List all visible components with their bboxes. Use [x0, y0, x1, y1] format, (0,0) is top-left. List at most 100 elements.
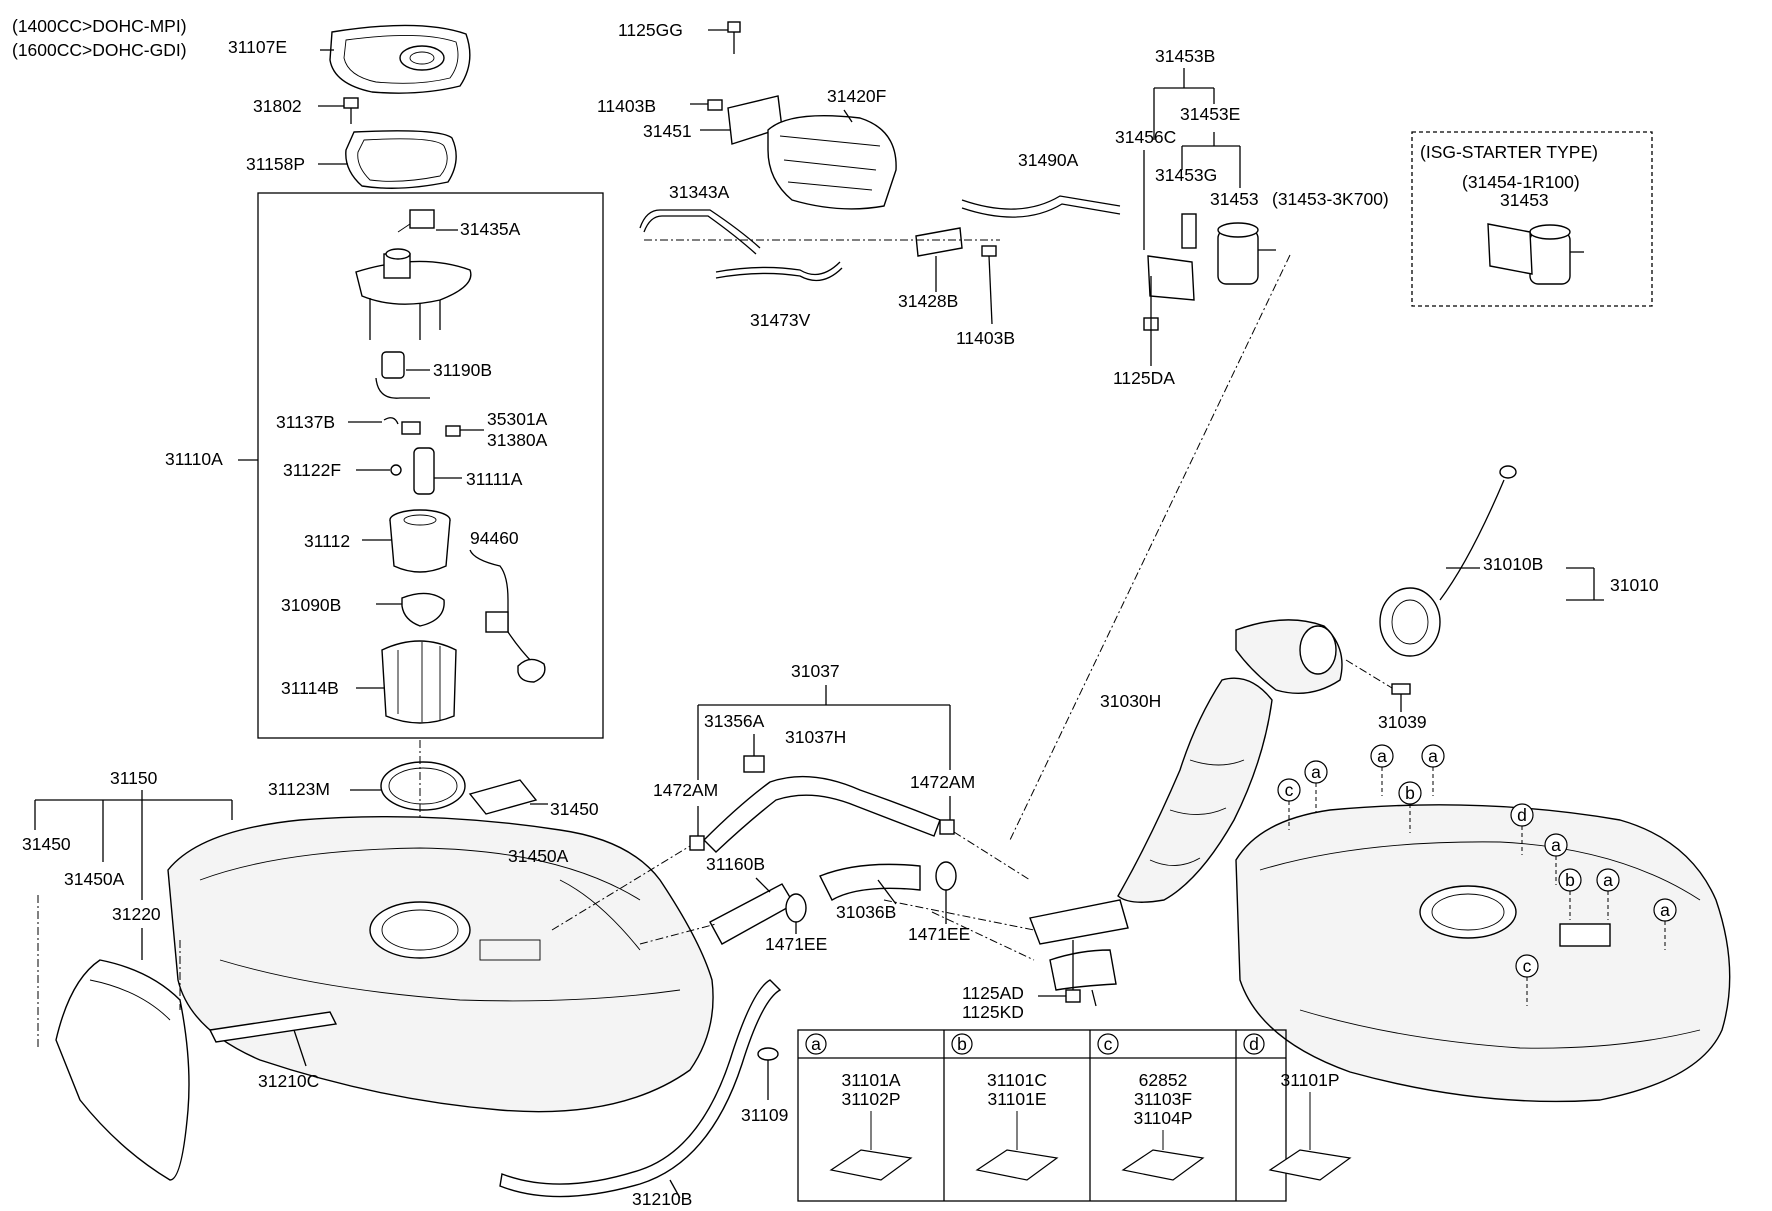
- isg-title: (ISG-STARTER TYPE): [1420, 142, 1598, 162]
- part-label-p31453B: 31453B: [1155, 46, 1215, 66]
- marker-m_a1: a: [1304, 760, 1328, 812]
- part-label-p31220: 31220: [112, 904, 161, 924]
- part-label-p31160B: 31160B: [706, 854, 765, 874]
- svg-text:a: a: [1603, 870, 1613, 890]
- bolt-31802: [318, 97, 359, 124]
- marker-m_a2: a: [1370, 744, 1394, 796]
- part-label-p31114B: 31114B: [281, 678, 339, 698]
- part-label-p35301A: 35301A: [487, 409, 548, 429]
- hose-31343A: [639, 209, 761, 255]
- clamps-1472AM: [689, 819, 955, 851]
- part-label-p31490A: 31490A: [1018, 150, 1079, 170]
- bracket-31428B: [915, 227, 963, 292]
- legend-cell-d: d 31101P: [1243, 1033, 1352, 1181]
- part-label-p31450_pad: 31450: [550, 799, 599, 819]
- svg-text:b: b: [1565, 870, 1575, 890]
- strap-31210C: [208, 1011, 338, 1067]
- part-label-p31453_isg: 31453: [1500, 190, 1549, 210]
- pump-module-box: [257, 192, 604, 739]
- part-label-p31428B: 31428B: [898, 291, 958, 311]
- clamps-1471EE: [785, 861, 957, 934]
- part-label-p31122F: 31122F: [283, 460, 341, 480]
- legend-part-31101A: 31101A: [841, 1070, 900, 1090]
- part-label-p1125GG: 1125GG: [618, 20, 683, 40]
- svg-text:b: b: [1405, 783, 1415, 803]
- part-label-p31473V: 31473V: [750, 310, 811, 330]
- hose-31473V: [715, 261, 843, 282]
- part-label-p31190B: 31190B: [433, 360, 492, 380]
- strap-31210B: [499, 979, 782, 1199]
- isg-valve-31453: [1487, 223, 1584, 285]
- legend-part-31104P: 31104P: [1133, 1108, 1192, 1128]
- pad-31450: [468, 779, 548, 815]
- part-label-p31453: 31453: [1210, 189, 1259, 209]
- part-label-p1471EE_r: 1471EE: [908, 924, 970, 944]
- pump-cover-31107E: [320, 24, 471, 94]
- legend: [797, 1029, 1287, 1202]
- isg-box: [1411, 131, 1653, 307]
- engine-note-1400: (1400CC>DOHC-MPI): [12, 16, 187, 36]
- part-label-p1472AM_l: 1472AM: [653, 780, 718, 800]
- part-label-p31030H: 31030H: [1100, 691, 1161, 711]
- bolt-1125GG: [708, 21, 741, 54]
- svg-text:d: d: [1517, 805, 1527, 825]
- hose-31036B: [819, 863, 921, 905]
- part-label-p31450_left: 31450: [22, 834, 71, 854]
- marker-m_a4: a: [1544, 833, 1568, 885]
- legend-part-31101E: 31101E: [987, 1089, 1046, 1109]
- grommet-31109: [757, 1047, 779, 1100]
- svg-text:c: c: [1285, 780, 1294, 800]
- svg-text:a: a: [811, 1034, 821, 1054]
- svg-text:d: d: [1249, 1034, 1259, 1054]
- part-label-p11403B_top: 11403B: [597, 96, 656, 116]
- part-label-p31450A: 31450A: [508, 846, 569, 866]
- filler-neck-31030H: [1029, 619, 1343, 1007]
- leader-31150: [34, 790, 233, 960]
- part-label-p31210C: 31210C: [258, 1071, 319, 1091]
- part-label-p31123M: 31123M: [268, 779, 330, 799]
- hose-31490A: [961, 195, 1121, 218]
- engine-note-1600: (1600CC>DOHC-GDI): [12, 40, 187, 60]
- legend-part-62852: 62852: [1139, 1070, 1188, 1090]
- filter-31090B: [376, 592, 445, 627]
- part-label-p94460: 94460: [470, 528, 519, 548]
- leader-31453B: [1143, 68, 1241, 250]
- marker-m_a6: a: [1653, 898, 1677, 950]
- valve-31453: [1147, 213, 1276, 301]
- connector-31435A: [397, 209, 458, 233]
- part-label-p31109: 31109: [741, 1105, 788, 1125]
- part-label-p31107E: 31107E: [228, 37, 287, 57]
- svg-text:a: a: [1377, 746, 1387, 766]
- part-label-p31010: 31010: [1610, 575, 1659, 595]
- part-label-p1472AM_r: 1472AM: [910, 772, 975, 792]
- legend-part-31101P: 31101P: [1280, 1070, 1339, 1090]
- bolt-1125DA: [1143, 276, 1159, 366]
- svg-text:a: a: [1660, 900, 1670, 920]
- part-label-p11403B_bot: 11403B: [956, 328, 1015, 348]
- ring-31123M: [350, 761, 466, 811]
- part-label-p1471EE_l: 1471EE: [765, 934, 827, 954]
- marker-m_c2: c: [1515, 954, 1539, 1006]
- part-label-p31380A: 31380A: [487, 430, 548, 450]
- part-label-p31039: 31039: [1378, 712, 1427, 732]
- leader-31037: [697, 685, 951, 840]
- part-label-p31453G: 31453G: [1155, 165, 1217, 185]
- part-label-p31037: 31037: [791, 661, 840, 681]
- part-label-p31111A: 31111A: [466, 469, 523, 489]
- part-label-p31453E: 31453E: [1180, 104, 1240, 124]
- part-label-p31110A: 31110A: [165, 449, 223, 469]
- part-label-p31343A: 31343A: [669, 182, 730, 202]
- marker-m_b2: b: [1558, 868, 1582, 920]
- part-label-p1125AD: 1125AD: [962, 983, 1024, 1003]
- marker-m_a5: a: [1596, 868, 1620, 920]
- legend-part-31102P: 31102P: [841, 1089, 900, 1109]
- svg-text:a: a: [1551, 835, 1561, 855]
- svg-text:a: a: [1428, 746, 1438, 766]
- part-label-p31158P: 31158P: [246, 154, 305, 174]
